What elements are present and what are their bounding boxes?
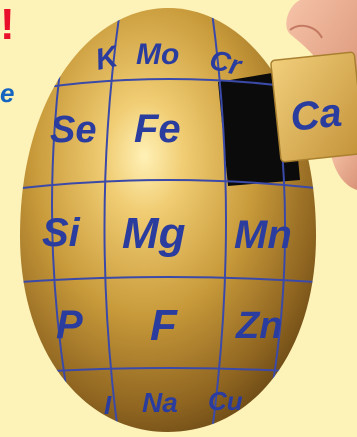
element-mg: Mg (122, 209, 186, 258)
ca-tile[interactable] (270, 51, 357, 163)
element-f: F (150, 301, 178, 350)
element-i: I (104, 390, 112, 420)
blue-letter-mark: e (0, 78, 15, 108)
element-si: Si (42, 211, 81, 255)
element-se: Se (50, 109, 96, 151)
element-mo: Mo (136, 38, 179, 71)
element-zn: Zn (235, 305, 282, 347)
element-na: Na (142, 387, 178, 418)
element-p: P (56, 303, 83, 347)
element-fe: Fe (134, 107, 181, 151)
ca-tile-label: Ca (288, 91, 343, 140)
red-exclamation-mark: ! (0, 2, 15, 48)
element-cu: Cu (208, 386, 243, 416)
element-mn: Mn (234, 213, 292, 257)
